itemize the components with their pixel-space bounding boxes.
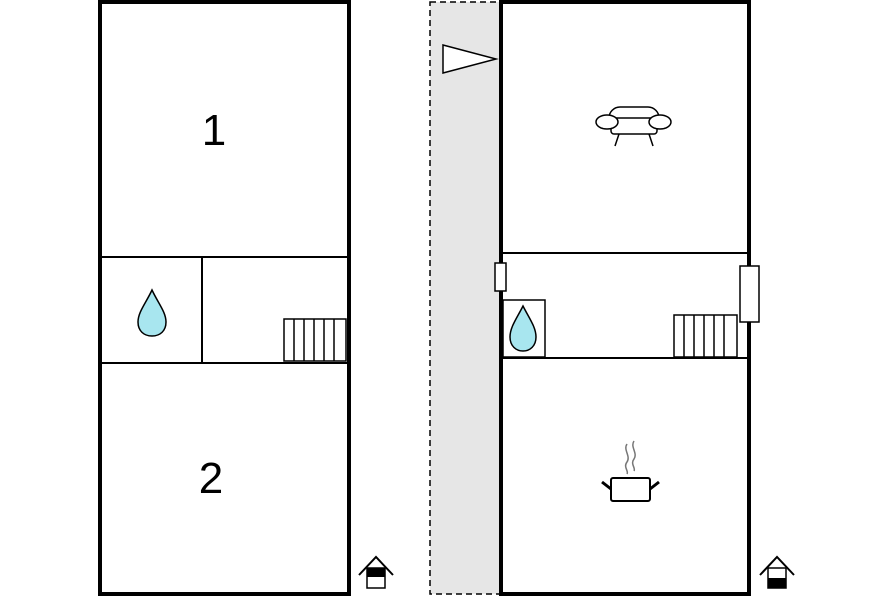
ground-floor-outer-wall [499, 0, 751, 596]
room-label-bedroom-1: 1 [202, 106, 226, 155]
house-upper-floor-icon [358, 555, 394, 589]
water-drop-icon [137, 288, 167, 337]
cooking-pot-icon [601, 440, 660, 502]
terrace-strip [429, 1, 501, 595]
house-ground-floor-icon [759, 555, 795, 589]
door-marker [494, 262, 507, 292]
window-marker [739, 265, 760, 323]
upper-floor-plan: 1 2 [98, 0, 394, 596]
stairs-icon [283, 318, 347, 362]
terrace-area [429, 1, 501, 595]
stairs-icon [673, 314, 738, 358]
upper-floor-outer-wall [98, 0, 351, 596]
sofa-icon [595, 106, 672, 147]
water-drop-icon [509, 304, 537, 352]
ground-floor-plan [494, 0, 795, 596]
room-label-bedroom-2: 2 [199, 454, 223, 503]
entrance-arrow-icon [442, 44, 499, 74]
